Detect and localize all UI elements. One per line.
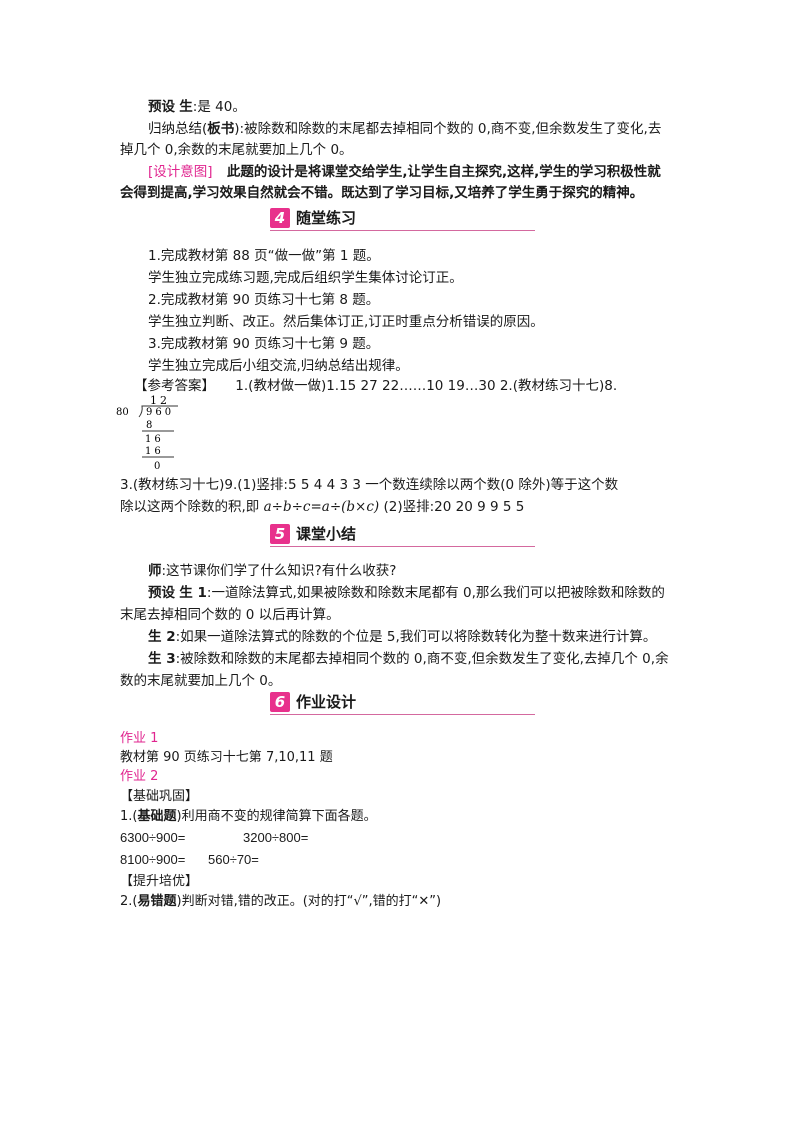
teacher-text: :这节课你们学了什么知识?有什么收获?	[161, 563, 397, 579]
question-2-line: 2.(易错题)判断对错,错的改正。(对的打“√”,错的打“✕”)	[120, 892, 441, 912]
homework-1-text: 教材第 90 页练习十七第 7,10,11 题	[120, 750, 333, 765]
basic-heading: 【基础巩固】	[120, 789, 199, 804]
calc-1a: 6300÷900=	[120, 830, 186, 845]
answer-line: 【参考答案】 1.(教材做一做)1.15 27 22……10 19…30 2.(…	[134, 376, 617, 396]
summary-line-2: 掉几个 0,余数的末尾就要加上几个 0。	[120, 142, 353, 158]
question-2-text: )判断对错,错的改正。(对的打“√”,错的打“✕”)	[176, 894, 442, 909]
teacher-label: 师	[148, 563, 162, 579]
practice-line-6: 学生独立完成后小组交流,归纳总结出规律。	[148, 358, 409, 374]
student-3-line: 生 3:被除数和除数的末尾都去掉相同个数的 0,商不变,但余数发生了变化,去掉几…	[148, 649, 669, 669]
homework-1-label: 作业 1	[120, 731, 159, 746]
long-division-figure: 12 80 960 8 16 16 0	[116, 394, 178, 472]
summary-lead: 归纳总结(	[148, 121, 208, 137]
division-step-3: 16	[145, 446, 164, 457]
answer-3-formula: a÷b÷c=a÷(b×c)	[263, 499, 380, 515]
answer-3-line-1: 3.(教材练习十七)9.(1)竖排:5 5 4 4 3 3 一个数连续除以两个数…	[120, 477, 619, 493]
practice-line-2: 学生独立完成练习题,完成后组织学生集体讨论订正。	[148, 270, 463, 286]
calc-2b: 560÷70=	[208, 852, 259, 867]
design-intent-text: 此题的设计是将课堂交给学生,让学生自主探究,这样,学生的学习积极性就	[226, 164, 661, 180]
section-6-header: 6 作业设计	[270, 692, 535, 715]
answer-text: 1.(教材做一做)1.15 27 22……10 19…30 2.(教材练习十七)…	[235, 378, 618, 394]
section-6-number: 6	[270, 692, 290, 712]
design-intent-line: [设计意图] 此题的设计是将课堂交给学生,让学生自主探究,这样,学生的学习积极性…	[148, 162, 661, 182]
student-3-text: :被除数和除数的末尾都去掉相同个数的 0,商不变,但余数发生了变化,去掉几个 0…	[175, 651, 669, 667]
design-intent-tag: [设计意图]	[148, 164, 213, 180]
preset-label: 预设	[148, 99, 175, 115]
division-step-1: 8	[146, 420, 152, 431]
section-4-number: 4	[270, 208, 290, 228]
answer-heading: 【参考答案】	[134, 378, 215, 394]
preset-text: :是 40。	[192, 99, 246, 115]
question-1-line: 1.(基础题)利用商不变的规律简算下面各题。	[120, 807, 377, 827]
section-4-header: 4 随堂练习	[270, 208, 535, 231]
question-2-lead: 2.(	[120, 894, 138, 909]
preset-speaker: 生	[179, 99, 193, 115]
division-quotient: 12	[150, 394, 170, 407]
student-1-line-2: 末尾去掉相同个数的 0 以后再计算。	[120, 607, 340, 623]
practice-line-1: 1.完成教材第 88 页“做一做”第 1 题。	[148, 248, 380, 264]
section-5-title: 课堂小结	[296, 525, 357, 543]
student-2-label: 生 2	[148, 629, 176, 645]
teacher-question-line: 师:这节课你们学了什么知识?有什么收获?	[148, 561, 396, 581]
answer-3-tail: (2)竖排:20 20 9 9 5 5	[379, 499, 525, 515]
student-1-label: 生 1	[179, 585, 207, 601]
section-6-title: 作业设计	[296, 693, 357, 711]
section-4-title: 随堂练习	[296, 209, 357, 227]
calc-2a: 8100÷900=	[120, 852, 186, 867]
student-1-text: :一道除法算式,如果被除数和除数末尾都有 0,那么我们可以把被除数和除数的	[206, 585, 665, 601]
division-remainder: 0	[154, 461, 160, 472]
student-3-label: 生 3	[148, 651, 176, 667]
practice-line-4: 学生独立判断、改正。然后集体订正,订正时重点分析错误的原因。	[148, 314, 544, 330]
preset-line: 预设 生:是 40。	[148, 97, 246, 117]
division-bracket	[138, 405, 178, 418]
section-5-number: 5	[270, 524, 290, 544]
question-1-tag: 基础题	[137, 809, 177, 824]
student-2-line: 生 2:如果一道除法算式的除数的个位是 5,我们可以将除数转化为整十数来进行计算…	[148, 627, 656, 647]
practice-line-3: 2.完成教材第 90 页练习十七第 8 题。	[148, 292, 380, 308]
answer-3-lead: 除以这两个除数的积,即	[120, 499, 264, 515]
division-step-2: 16	[145, 434, 164, 445]
division-dividend: 960	[146, 407, 174, 418]
section-5-header: 5 课堂小结	[270, 524, 535, 547]
question-2-tag: 易错题	[137, 894, 177, 909]
homework-2-label: 作业 2	[120, 769, 159, 784]
question-1-lead: 1.(	[120, 809, 138, 824]
practice-line-5: 3.完成教材第 90 页练习十七第 9 题。	[148, 336, 380, 352]
answer-3-line-2: 除以这两个除数的积,即 a÷b÷c=a÷(b×c) (2)竖排:20 20 9 …	[120, 497, 524, 517]
calc-1b: 3200÷800=	[243, 830, 309, 845]
student-2-text: :如果一道除法算式的除数的个位是 5,我们可以将除数转化为整十数来进行计算。	[175, 629, 657, 645]
summary-text: ):被除数和除数的末尾都去掉相同个数的 0,商不变,但余数发生了变化,去	[234, 121, 662, 137]
advance-heading: 【提升培优】	[120, 874, 199, 889]
summary-bold: 板书	[207, 121, 235, 137]
preset-label-2: 预设	[148, 585, 175, 601]
student-3-line-2: 数的末尾就要加上几个 0。	[120, 673, 282, 689]
summary-line: 归纳总结(板书):被除数和除数的末尾都去掉相同个数的 0,商不变,但余数发生了变…	[148, 119, 661, 139]
question-1-text: )利用商不变的规律简算下面各题。	[176, 809, 377, 824]
division-divisor: 80	[116, 407, 129, 418]
design-intent-line-2: 会得到提高,学习效果自然就会不错。既达到了学习目标,又培养了学生勇于探究的精神。	[120, 185, 644, 201]
student-1-line: 预设 生 1:一道除法算式,如果被除数和除数末尾都有 0,那么我们可以把被除数和…	[148, 583, 665, 603]
